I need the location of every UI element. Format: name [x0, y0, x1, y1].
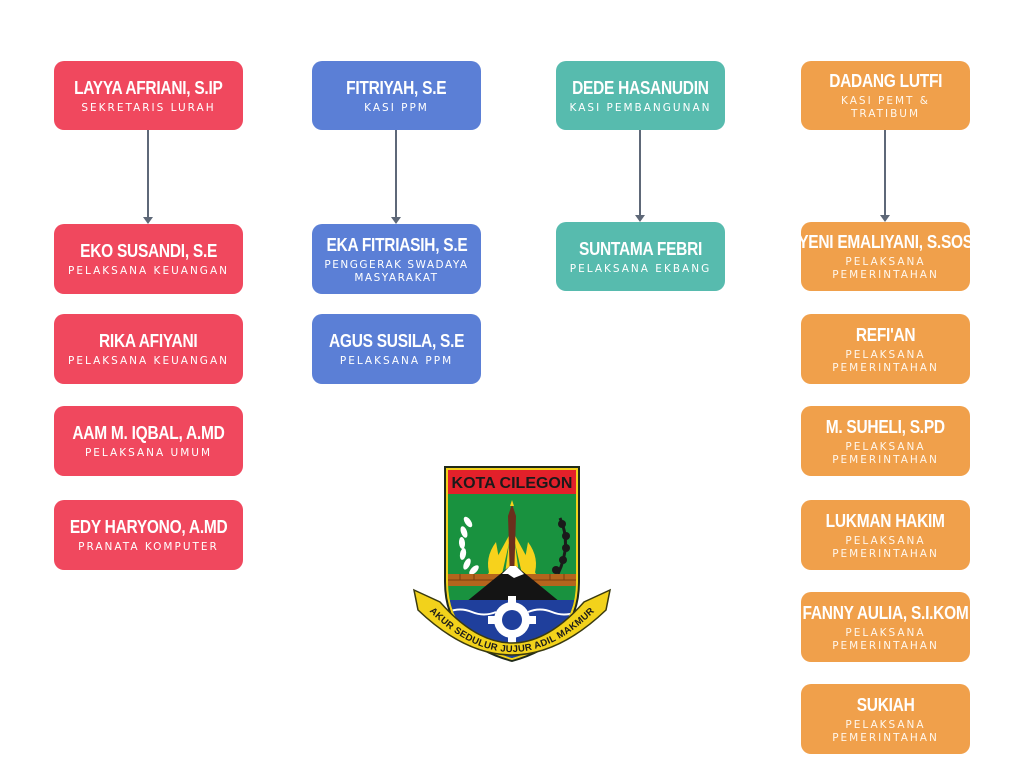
head-card-sekretaris: LAYYA AFRIANI, S.IP SEKRETARIS LURAH	[54, 61, 243, 130]
person-role: KASI PEMBANGUNAN	[569, 101, 712, 114]
person-role: PELAKSANA PEMERINTAHAN	[832, 718, 939, 744]
person-role: PELAKSANA PEMERINTAHAN	[832, 348, 939, 374]
member-card: FANNY AULIA, S.I.KOM PELAKSANA PEMERINTA…	[801, 592, 970, 662]
person-name: YENI EMALIYANI, S.SOS	[798, 232, 973, 252]
member-card: AGUS SUSILA, S.E PELAKSANA PPM	[312, 314, 481, 384]
person-name: FITRIYAH, S.E	[346, 77, 447, 98]
person-role: PELAKSANA KEUANGAN	[68, 355, 229, 367]
person-name: SUKIAH	[856, 694, 915, 715]
person-name: DEDE HASANUDIN	[572, 77, 709, 98]
person-name: LAYYA AFRIANI, S.IP	[74, 77, 223, 98]
person-role: PELAKSANA PEMERINTAHAN	[832, 626, 939, 652]
person-name: EDY HARYONO, A.MD	[69, 517, 228, 537]
person-name: LUKMAN HAKIM	[825, 510, 946, 531]
member-card: SUNTAMA FEBRI PELAKSANA EKBANG	[556, 222, 725, 291]
person-role: PELAKSANA KEUANGAN	[68, 265, 229, 277]
connector-arrow	[635, 130, 645, 222]
person-role: PELAKSANA PEMERINTAHAN	[832, 440, 939, 466]
person-name: EKO SUSANDI, S.E	[80, 241, 217, 261]
person-name: SUNTAMA FEBRI	[578, 238, 703, 259]
head-card-kasi-ppm: FITRIYAH, S.E KASI PPM	[312, 61, 481, 130]
connector-arrow	[391, 130, 401, 224]
person-role: KASI PPM	[364, 101, 429, 114]
member-card: RIKA AFIYANI PELAKSANA KEUANGAN	[54, 314, 243, 384]
kota-cilegon-emblem: KOTA CILEGON AKUR SEDULUR JUJUR ADIL MAK…	[412, 466, 612, 662]
emblem-title: KOTA CILEGON	[452, 475, 573, 492]
person-name: M. SUHELI, S.PD	[825, 416, 946, 437]
person-role: PELAKSANA EKBANG	[569, 262, 712, 275]
member-card: AAM M. IQBAL, A.MD PELAKSANA UMUM	[54, 406, 243, 476]
person-name: AAM M. IQBAL, A.MD	[72, 423, 225, 443]
person-name: FANNY AULIA, S.I.KOM	[802, 602, 969, 623]
person-name: DADANG LUTFI	[828, 71, 942, 91]
member-card: REFI'AN PELAKSANA PEMERINTAHAN	[801, 314, 970, 384]
head-card-kasi-pemt: DADANG LUTFI KASI PEMT & TRATIBUM	[801, 61, 970, 130]
person-role: PELAKSANA PPM	[339, 355, 454, 367]
member-card: EDY HARYONO, A.MD PRANATA KOMPUTER	[54, 500, 243, 570]
person-role: PENGGERAK SWADAYA MASYARAKAT	[324, 258, 469, 284]
person-name: EKA FITRIASIH, S.E	[326, 234, 468, 255]
person-name: REFI'AN	[855, 324, 916, 345]
member-card: M. SUHELI, S.PD PELAKSANA PEMERINTAHAN	[801, 406, 970, 476]
person-role: KASI PEMT & TRATIBUM	[841, 95, 930, 120]
person-role: PELAKSANA PEMERINTAHAN	[832, 534, 939, 560]
person-name: AGUS SUSILA, S.E	[328, 331, 465, 351]
member-card: EKO SUSANDI, S.E PELAKSANA KEUANGAN	[54, 224, 243, 294]
connector-arrow	[143, 130, 153, 224]
person-role: SEKRETARIS LURAH	[81, 101, 216, 114]
member-card: SUKIAH PELAKSANA PEMERINTAHAN	[801, 684, 970, 754]
person-role: PELAKSANA PEMERINTAHAN	[832, 256, 939, 281]
person-name: RIKA AFIYANI	[99, 331, 198, 351]
person-role: PELAKSANA UMUM	[84, 447, 213, 459]
head-card-kasi-pembangunan: DEDE HASANUDIN KASI PEMBANGUNAN	[556, 61, 725, 130]
person-role: PRANATA KOMPUTER	[78, 541, 219, 553]
member-card: EKA FITRIASIH, S.E PENGGERAK SWADAYA MAS…	[312, 224, 481, 294]
connector-arrow	[880, 130, 890, 222]
member-card: LUKMAN HAKIM PELAKSANA PEMERINTAHAN	[801, 500, 970, 570]
member-card: YENI EMALIYANI, S.SOS PELAKSANA PEMERINT…	[798, 222, 973, 291]
